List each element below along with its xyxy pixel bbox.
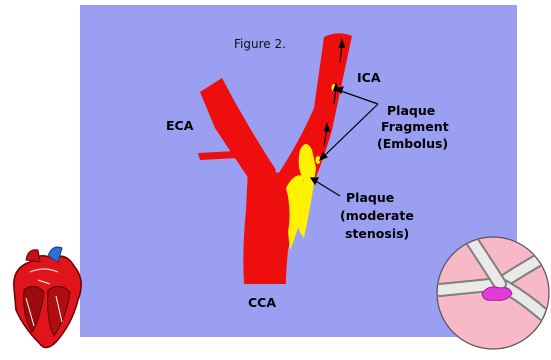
label-eca: ECA (166, 118, 194, 133)
figure-title: Figure 2. (234, 37, 286, 51)
label-fragment-line3: (Embolus) (377, 136, 448, 151)
label-plaque-line3: stenosis) (345, 226, 409, 241)
label-ica: ICA (357, 70, 381, 85)
label-fragment-line1: Plaque (387, 103, 435, 118)
heart-anatomy-icon (14, 247, 81, 348)
label-cca: CCA (248, 295, 276, 310)
label-fragment-line2: Fragment (381, 119, 449, 134)
label-plaque-line2: (moderate (340, 208, 414, 223)
label-plaque-line1: Plaque (346, 190, 394, 205)
artery-cross-section-icon (437, 237, 551, 349)
